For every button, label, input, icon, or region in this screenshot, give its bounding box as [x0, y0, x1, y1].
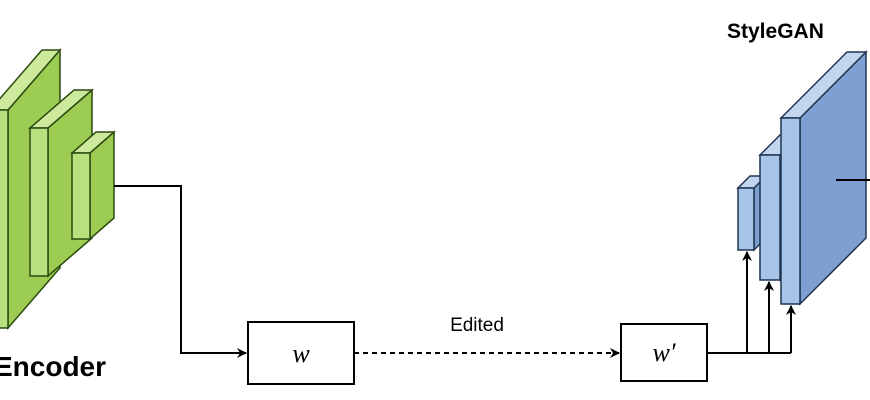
edited-label: Edited	[450, 315, 504, 336]
w-prime-to-stylegan-connectors	[707, 251, 796, 354]
w-prime-label: w′	[652, 338, 675, 367]
stylegan-layer-1	[736, 174, 768, 252]
stylegan-layer-3	[779, 50, 868, 306]
w-node: w	[247, 321, 355, 385]
stylegan-label: StyleGAN	[727, 20, 824, 43]
encoder-block	[0, 47, 116, 331]
stylegan-block	[736, 50, 870, 306]
encoder-label: Encoder	[0, 351, 106, 382]
w-label: w	[292, 339, 310, 368]
encoder-layer-3	[70, 130, 116, 241]
encoder-to-w-connector	[114, 185, 247, 358]
w-box	[247, 321, 355, 385]
w-prime-node: w′	[620, 323, 708, 382]
